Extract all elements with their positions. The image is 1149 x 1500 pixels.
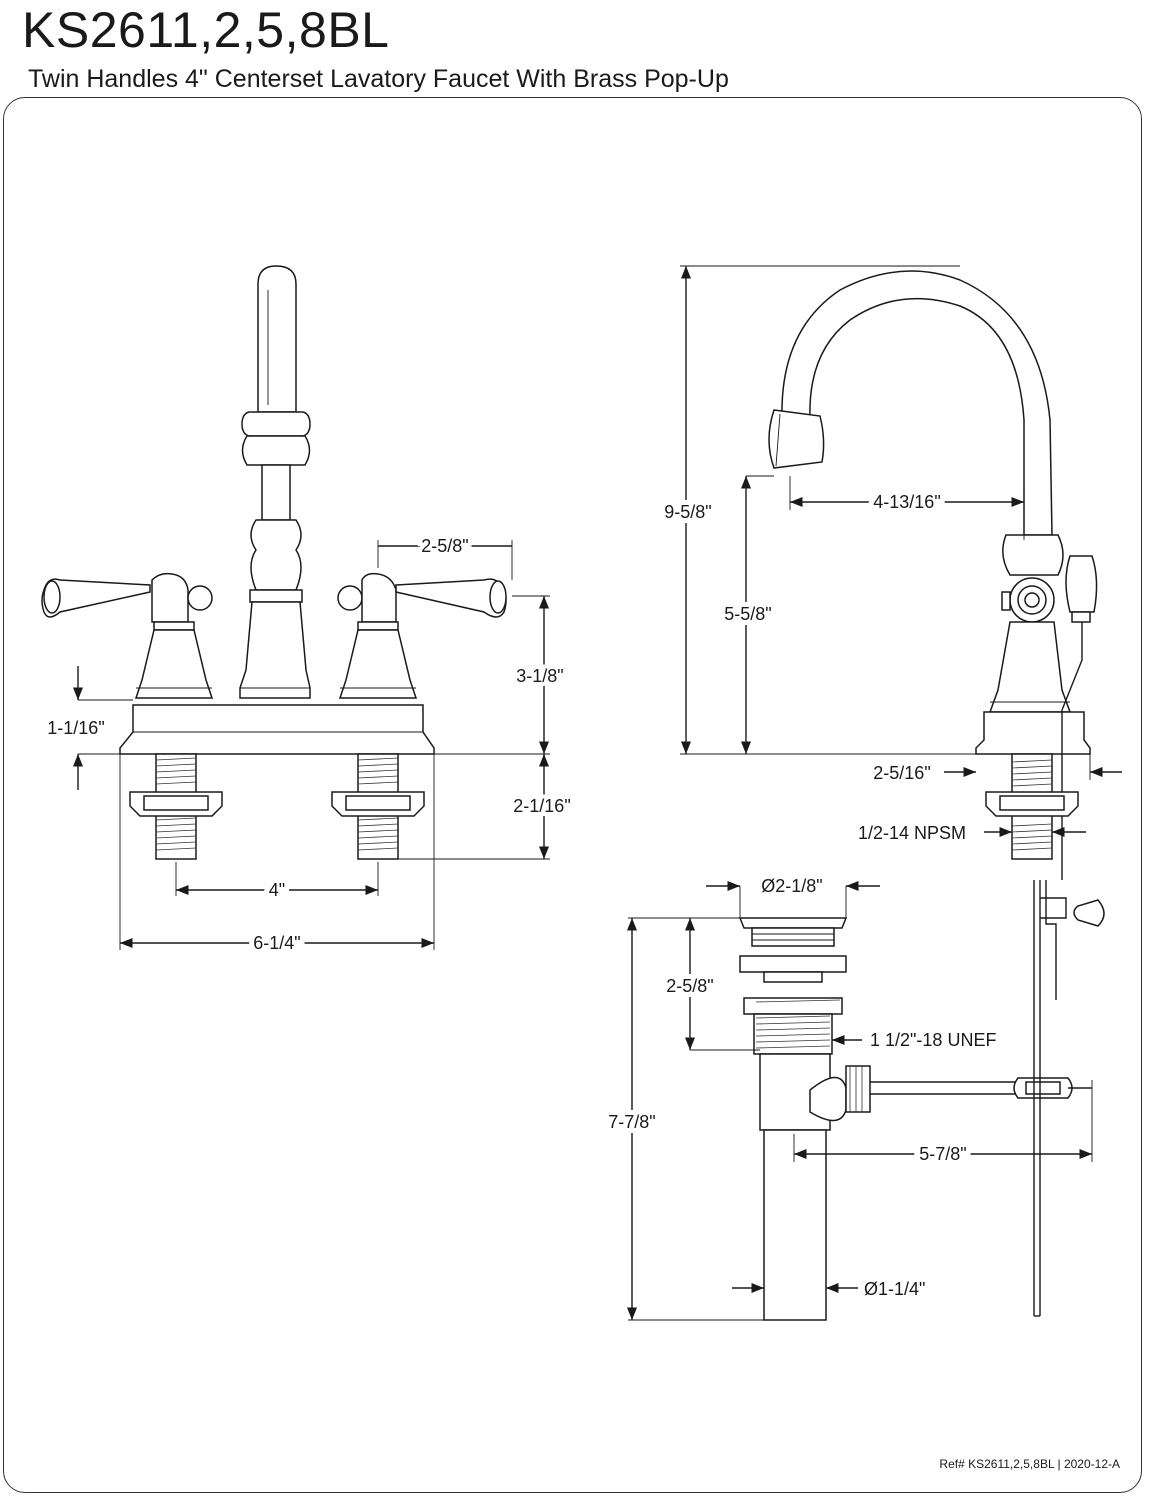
- front-view: 2-5/8" 3-1/8" 1-1/16" 2-1/16" 4" 6-1/4": [41, 265, 575, 958]
- front-right-handle: [337, 572, 507, 699]
- side-aerator: [768, 409, 825, 469]
- dim-label-shank-length: 2-1/16": [513, 796, 570, 816]
- dim-label-overall-height: 9-5/8": [664, 502, 711, 522]
- dim-label-overall-width: 6-1/4": [253, 933, 300, 953]
- dim-label-connection: 1/2-14 NPSM: [858, 823, 966, 843]
- dim-label-flange-dia: Ø2-1/8": [761, 876, 822, 896]
- reference-note: Ref# KS2611,2,5,8BL | 2020-12-A: [939, 1457, 1120, 1471]
- front-left-handle: [41, 572, 214, 699]
- dim-label-handle-height: 2-5/8": [421, 536, 468, 556]
- side-gooseneck: [781, 270, 1053, 536]
- dim-label-thread: 1 1/2"-18 UNEF: [870, 1030, 996, 1050]
- deck-plate: [119, 704, 435, 755]
- page-title: KS2611,2,5,8BL: [22, 2, 390, 58]
- drawing-frame: [3, 97, 1142, 1493]
- dim-label-body-height: 3-1/8": [516, 666, 563, 686]
- dim-label-rod-reach: 5-7/8": [919, 1144, 966, 1164]
- dim-label-spout-reach: 4-13/16": [873, 492, 940, 512]
- dim-label-spout-clearance: 5-5/8": [724, 604, 771, 624]
- side-view: 9-5/8" 4-13/16" 5-5/8" 2-5/16" 1/2-14 NP…: [659, 265, 1122, 880]
- front-spout: [239, 265, 311, 699]
- drain-view: Ø2-1/8" 2-5/8" 1 1/2"-18 UNEF 7-7/8" 5-7…: [603, 876, 1105, 1321]
- front-shanks: [129, 753, 425, 860]
- page-subtitle: Twin Handles 4" Centerset Lavatory Fauce…: [28, 65, 729, 93]
- dim-label-base-depth: 2-5/16": [873, 763, 930, 783]
- dim-label-tail-dia: Ø1-1/4": [864, 1279, 925, 1299]
- dim-label-base-height: 1-1/16": [47, 718, 104, 738]
- dim-label-total-height: 7-7/8": [608, 1112, 655, 1132]
- dim-label-flange-height: 2-5/8": [666, 976, 713, 996]
- dim-label-center-spacing: 4": [269, 880, 285, 900]
